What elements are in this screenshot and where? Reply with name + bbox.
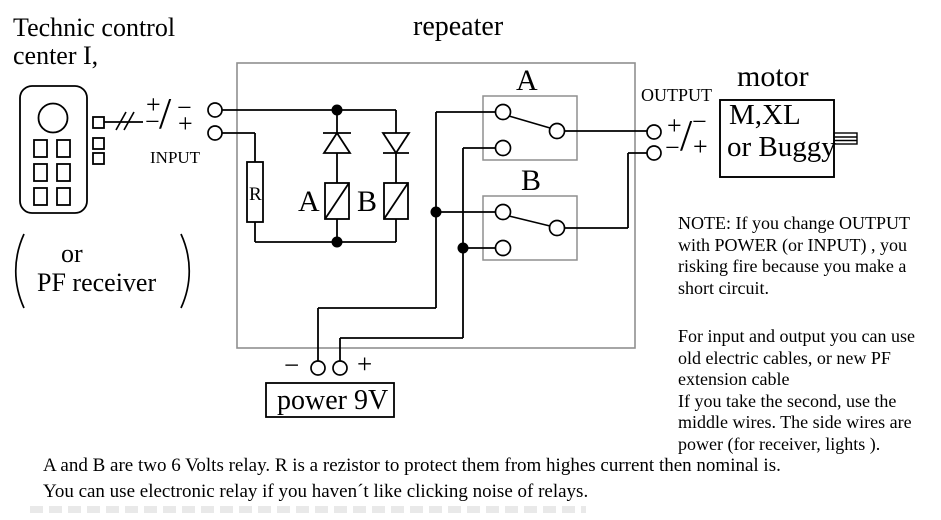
cropped-text-artifact (30, 506, 586, 513)
output-label: OUTPUT (641, 85, 712, 105)
input-polarity-minus-top: − (177, 93, 192, 122)
coil-return-rail (254, 219, 397, 243)
coil-a-label: A (298, 185, 320, 218)
input-polarity-plus-top: + (146, 90, 161, 119)
footer-note-line2: You can use electronic relay if you have… (43, 481, 589, 502)
coil-b-label: B (357, 185, 378, 218)
switch-a-box (482, 95, 578, 161)
input-label: INPUT (150, 148, 201, 167)
control-center-icon (19, 85, 105, 214)
motor-type-line1: M,XL (729, 99, 801, 131)
output-polarity-plus-bottom: + (693, 132, 708, 161)
repeater-title: repeater (413, 11, 504, 42)
switch-b-lever (508, 215, 551, 227)
relay-coil-b-icon (383, 182, 409, 220)
power-minus-sign: − (284, 350, 300, 380)
input-polarity-minus-bottom: − (145, 107, 160, 136)
diode-b-icon (381, 132, 411, 183)
output-terminals (646, 124, 662, 161)
junction-dot (331, 236, 343, 248)
input-wires (222, 109, 397, 162)
power-feed-wires (317, 111, 495, 361)
junction-dot (430, 206, 442, 218)
repeater-box (236, 62, 636, 349)
diode-a-icon (322, 131, 352, 183)
footer-note-line1: A and B are two 6 Volts relay. R is a re… (43, 455, 781, 476)
switch-a-lever (508, 115, 551, 129)
output-wires (564, 130, 647, 229)
switch-a-label: A (516, 64, 538, 97)
motor-shaft-icon (833, 132, 858, 145)
pf-receiver-label: PF receiver (37, 268, 157, 297)
warning-note: NOTE: If you change OUTPUT with POWER (o… (678, 213, 910, 298)
junction-dot (331, 104, 343, 116)
switch-b-label: B (521, 164, 542, 197)
input-terminals (207, 102, 223, 141)
power-terminals (310, 360, 348, 376)
parentheses-icon (15, 233, 190, 309)
relay-coil-a-icon (324, 182, 350, 220)
motor-title: motor (737, 60, 809, 93)
cable-hash-icon (115, 111, 135, 131)
junction-dot (457, 242, 469, 254)
controller-title: Technic control center I, (13, 13, 176, 70)
motor-type-line2: or Buggy (727, 131, 836, 163)
switch-b-contacts (494, 203, 566, 257)
output-polarity-plus-top: + (667, 111, 682, 140)
power-label: power 9V (277, 385, 389, 416)
power-box (265, 382, 395, 418)
output-polarity-slash: / (680, 111, 693, 160)
input-polarity-slash: / (159, 89, 172, 138)
alt-or-label: or (61, 239, 83, 268)
output-polarity-minus-bottom: − (665, 133, 680, 162)
cable-note: For input and output you can use old ele… (678, 326, 915, 454)
power-plus-sign: + (357, 349, 373, 379)
resistor-label: R (249, 184, 262, 205)
output-polarity-minus-top: − (692, 107, 707, 136)
input-polarity-plus-bottom: + (178, 109, 193, 138)
switch-a-contacts (494, 103, 566, 157)
